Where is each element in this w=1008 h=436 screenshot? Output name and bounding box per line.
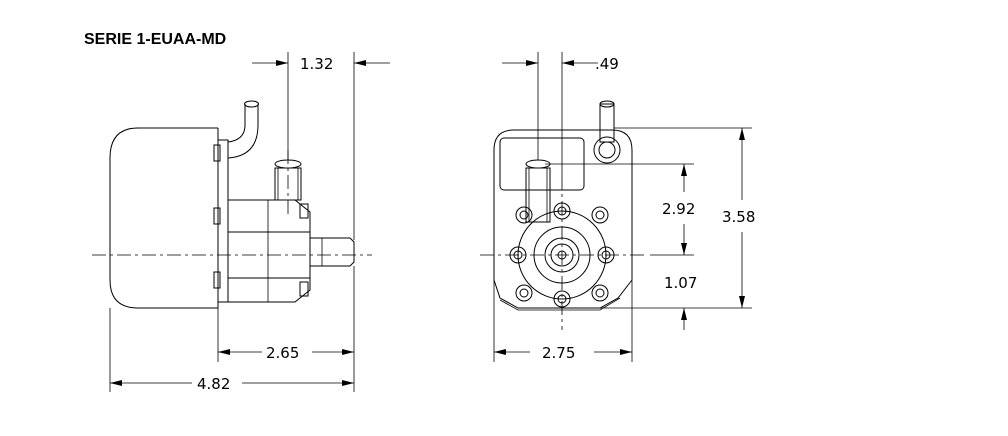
svg-text:3.58: 3.58 — [722, 208, 755, 226]
svg-text:1.07: 1.07 — [664, 274, 697, 292]
dim-side-width-nozzle: 2.65 — [218, 344, 354, 362]
svg-text:2.92: 2.92 — [662, 200, 695, 218]
svg-text:4.82: 4.82 — [197, 375, 230, 393]
side-view — [92, 52, 372, 392]
dim-front-height-lower: 1.07 — [664, 274, 697, 330]
svg-text:.49: .49 — [595, 55, 619, 73]
svg-text:1.32: 1.32 — [300, 55, 333, 73]
dim-front-offset: .49 — [502, 55, 619, 73]
svg-text:2.65: 2.65 — [266, 344, 299, 362]
front-view — [480, 52, 752, 362]
dim-side-width-total: 4.82 — [110, 375, 354, 393]
dim-front-width: 2.75 — [494, 344, 632, 362]
dim-front-height-upper: 2.92 — [662, 164, 695, 255]
dim-side-depth: 1.32 — [252, 55, 390, 73]
drawing-title: SERIE 1-EUAA-MD — [84, 31, 226, 48]
svg-text:2.75: 2.75 — [542, 344, 575, 362]
dim-front-height-total: 3.58 — [722, 128, 755, 308]
